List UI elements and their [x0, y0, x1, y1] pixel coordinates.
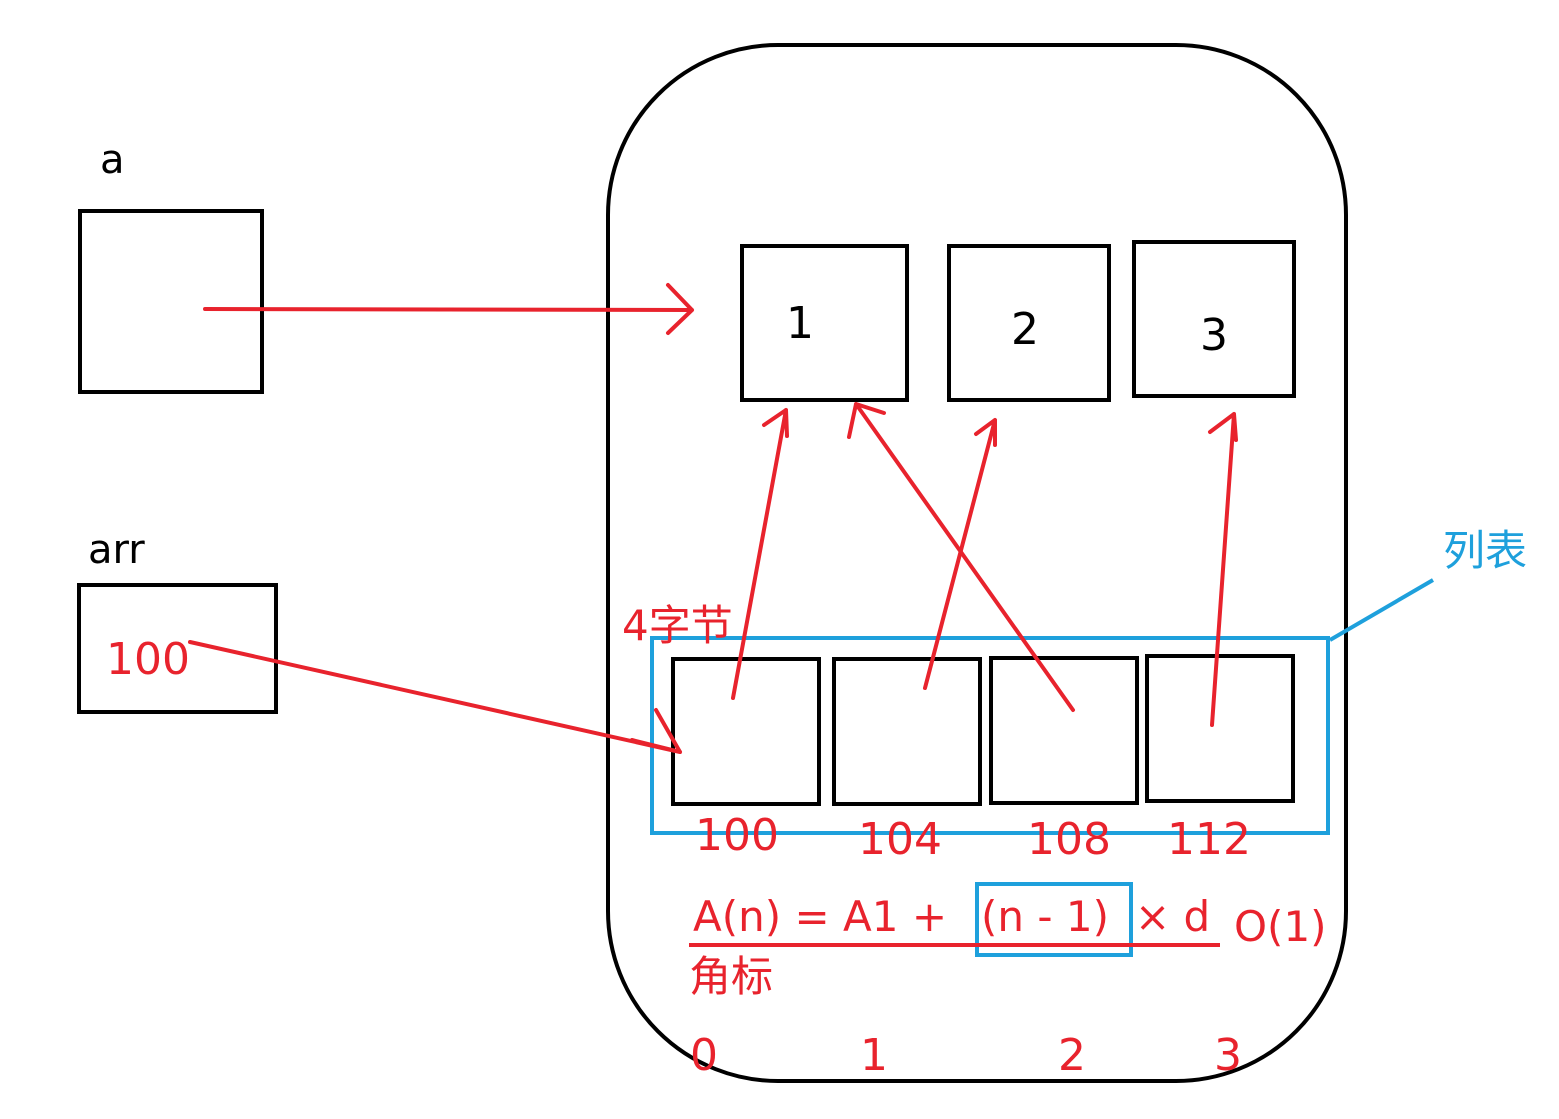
arrow-arr-to-cell-0	[188, 640, 682, 754]
array-cell-3	[1145, 654, 1295, 803]
list-callout-line	[1328, 578, 1435, 642]
heap-value-2: 2	[1011, 304, 1039, 355]
heap-value-3: 3	[1200, 310, 1228, 361]
variable-a-box	[78, 209, 264, 394]
byte-size-note: 4字节	[622, 601, 733, 650]
address-label-2: 108	[1027, 814, 1111, 865]
array-cell-0	[671, 657, 821, 806]
array-cell-2	[989, 656, 1139, 805]
complexity-label: O(1)	[1234, 902, 1327, 951]
heap-box-1	[740, 244, 909, 402]
array-cell-1	[832, 657, 982, 806]
arrow-cell-2-to-value-1	[847, 402, 1075, 712]
heap-box-2	[947, 244, 1111, 402]
formula-boxed-term: (n - 1)	[981, 892, 1109, 941]
formula-highlight-box	[975, 882, 1133, 957]
formula-prefix: A(n) = A1 +	[693, 892, 948, 941]
index-3: 3	[1214, 1030, 1242, 1081]
pointer-arrows	[188, 283, 1238, 754]
list-label: 列表	[1443, 526, 1528, 575]
arrow-cell-3-to-value-3	[1208, 412, 1238, 727]
formula-suffix: × d	[1135, 892, 1211, 941]
variable-arr-box	[77, 583, 278, 714]
index-0: 0	[690, 1030, 718, 1081]
heap-box-3	[1132, 240, 1296, 398]
arrow-a-to-value-1	[203, 283, 694, 335]
heap-value-1: 1	[786, 298, 814, 349]
variable-arr-label: arr	[88, 527, 145, 573]
memory-region	[606, 43, 1348, 1083]
arrow-cell-0-to-value-1	[731, 408, 789, 700]
address-label-1: 104	[858, 814, 942, 865]
address-label-0: 100	[695, 810, 779, 861]
address-label-3: 112	[1167, 814, 1251, 865]
index-label: 角标	[689, 952, 774, 1001]
variable-a-label: a	[100, 137, 125, 183]
index-2: 2	[1058, 1030, 1086, 1081]
index-1: 1	[860, 1030, 888, 1081]
list-highlight-box	[650, 636, 1330, 835]
variable-arr-value: 100	[106, 634, 190, 685]
